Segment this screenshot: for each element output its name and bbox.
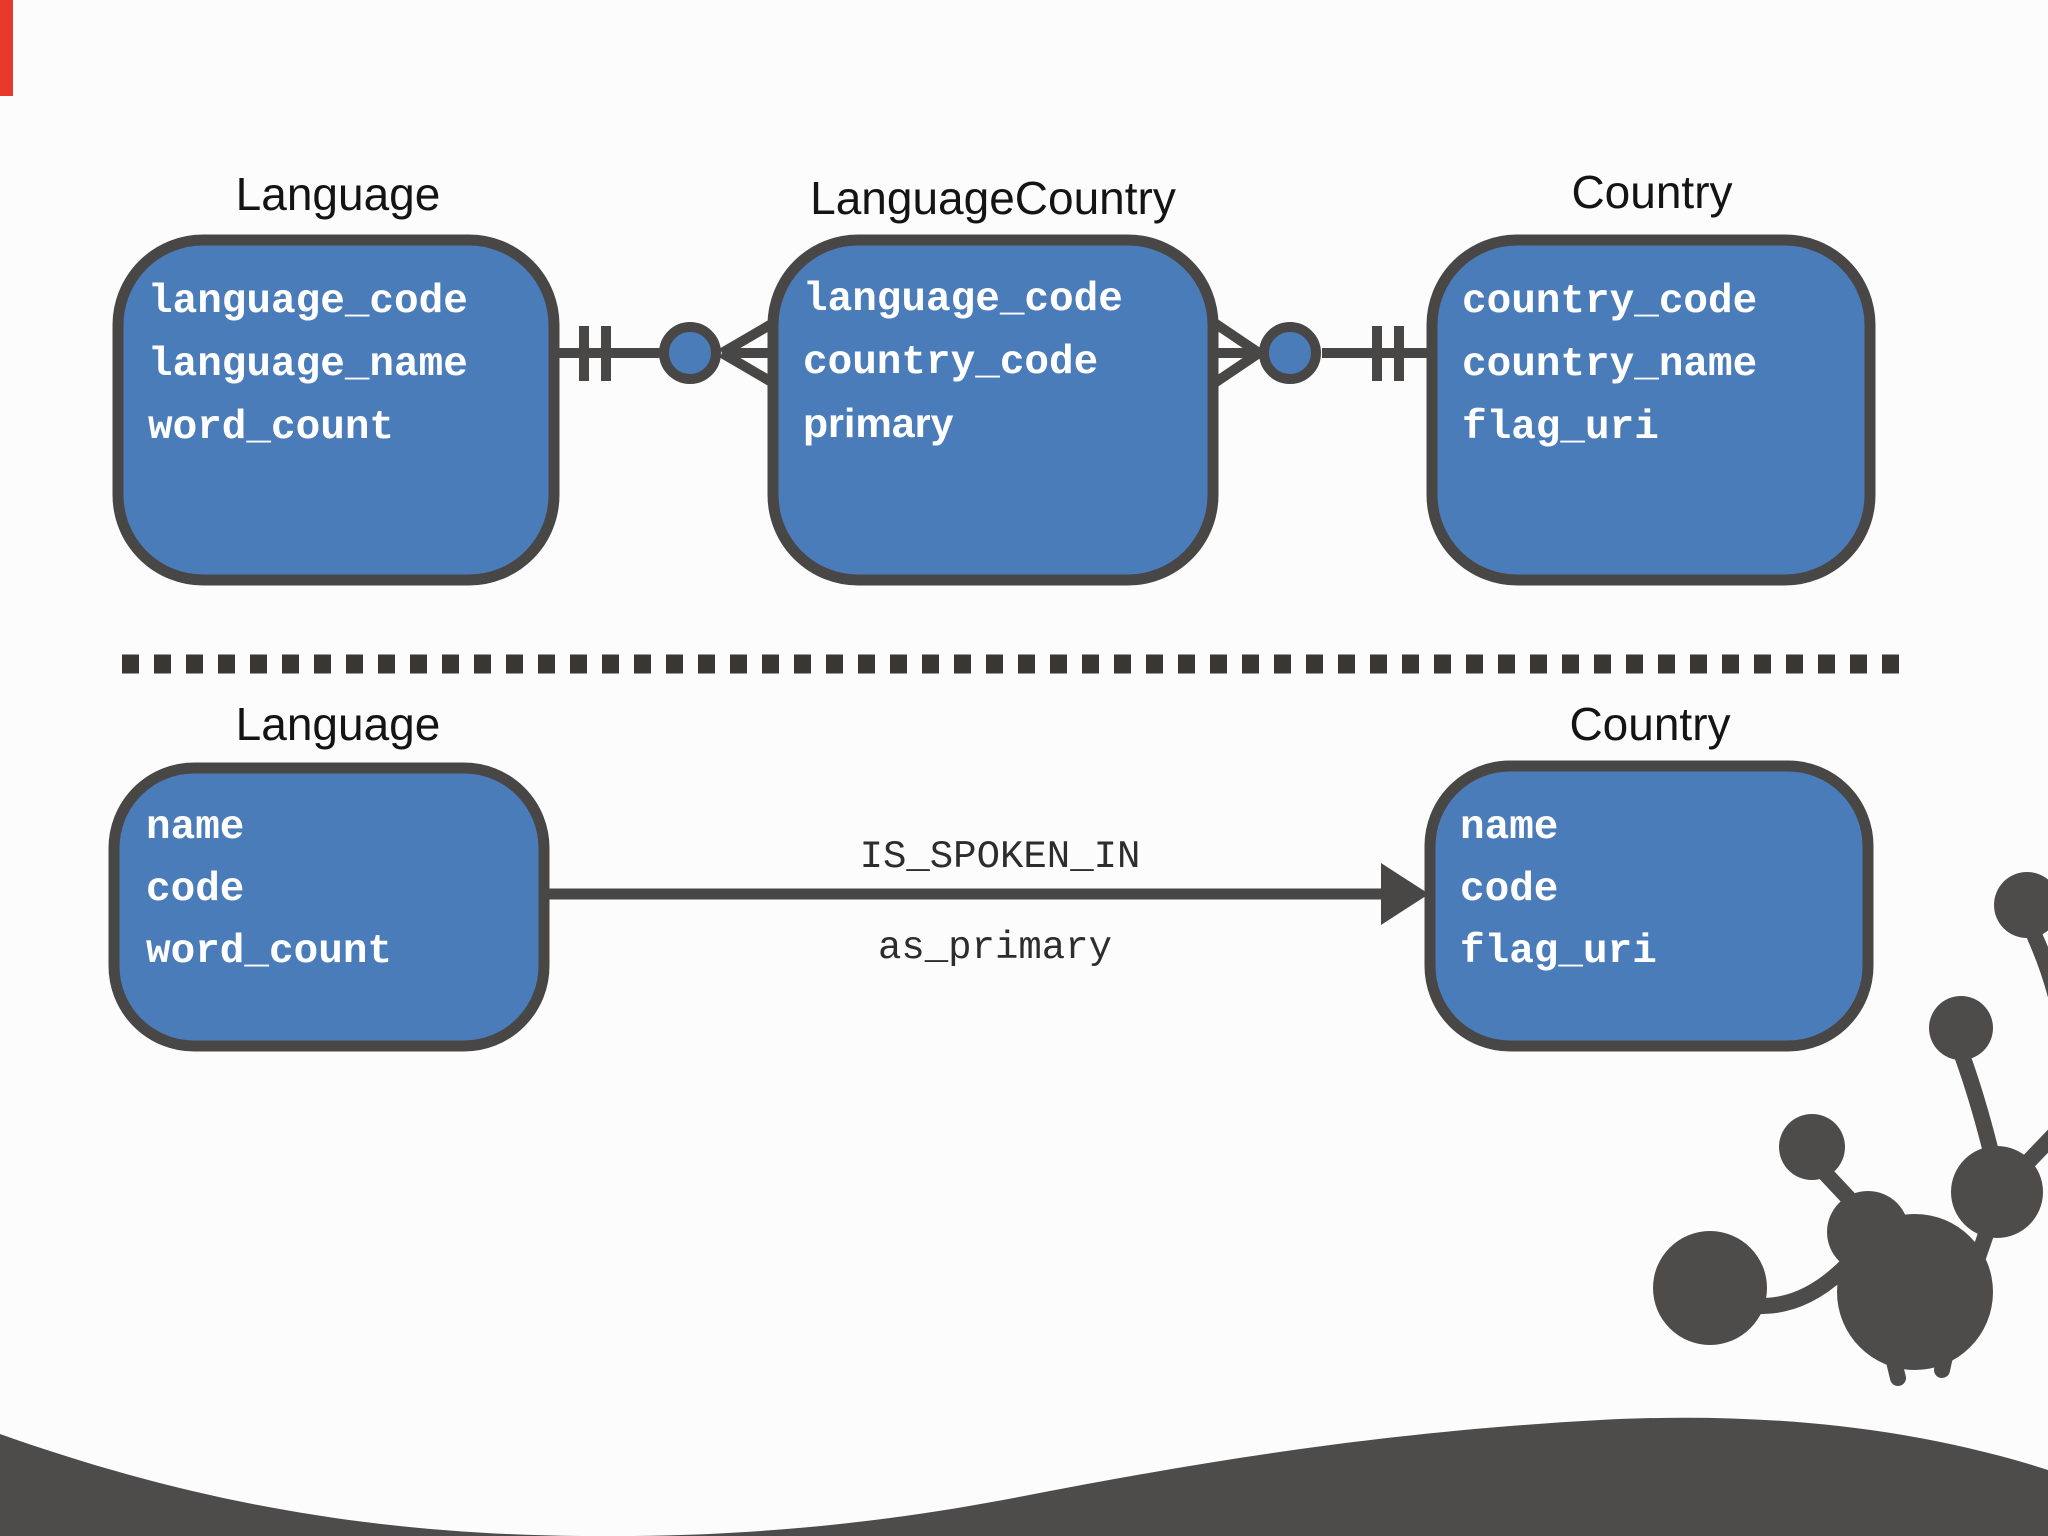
decor-node	[1653, 1231, 1767, 1345]
er-language-box	[112, 234, 560, 586]
graph-country-field: code	[1460, 867, 1558, 913]
er-language-title: Language	[236, 168, 441, 220]
er-country-field: country_code	[1462, 279, 1757, 325]
graph-country-field: name	[1460, 805, 1558, 851]
er-language-field: language_name	[148, 342, 468, 388]
er-country-field: flag_uri	[1462, 405, 1659, 451]
graph-country-field: flag_uri	[1460, 929, 1657, 975]
er-language-field: word_count	[148, 405, 394, 451]
zero-optional-circle-icon	[659, 322, 721, 384]
er-languagecountry-field: language_code	[803, 277, 1123, 323]
graph-network-decoration	[1653, 872, 2048, 1386]
decor-node	[1837, 1214, 1993, 1370]
decor-node	[1929, 996, 1993, 1060]
er-languagecountry-title: LanguageCountry	[810, 172, 1176, 224]
er-country-title: Country	[1571, 166, 1732, 218]
decor-node	[1779, 1114, 1845, 1180]
red-edge-artifact	[0, 0, 13, 96]
decor-node	[1951, 1146, 2043, 1238]
decor-node	[1994, 872, 2048, 938]
graph-language-field: word_count	[146, 929, 392, 975]
er-languagecountry-field: country_code	[803, 340, 1098, 386]
decor-edge	[1955, 1050, 1999, 1160]
zero-optional-circle-icon	[1259, 322, 1321, 384]
arrow-head-icon	[1381, 863, 1429, 925]
er-languagecountry-box	[767, 234, 1219, 586]
crow-foot-many-icon	[719, 317, 778, 389]
graph-country-title: Country	[1569, 698, 1730, 750]
graph-country-box	[1424, 760, 1874, 1052]
graph-language-box	[108, 762, 550, 1052]
graph-language-title: Language	[236, 698, 441, 750]
er-language-field: language_code	[148, 279, 468, 325]
decor-edge	[2027, 929, 2048, 998]
wave-footer-decoration	[0, 1417, 2048, 1536]
er-country-box	[1426, 234, 1876, 586]
relationship-type-label: IS_SPOKEN_IN	[860, 835, 1141, 879]
relationship-arrow	[544, 863, 1429, 925]
decor-edge	[2020, 1129, 2048, 1170]
connector-languagecountry-country	[1210, 317, 1432, 389]
er-languagecountry-field: primary	[803, 400, 954, 446]
graph-language-field: name	[146, 805, 244, 851]
relationship-property-label: as_primary	[878, 926, 1112, 970]
er-country-field: country_name	[1462, 342, 1757, 388]
connector-language-languagecountry	[554, 317, 778, 389]
crow-foot-many-icon	[1210, 317, 1262, 389]
graph-language-field: code	[146, 867, 244, 913]
